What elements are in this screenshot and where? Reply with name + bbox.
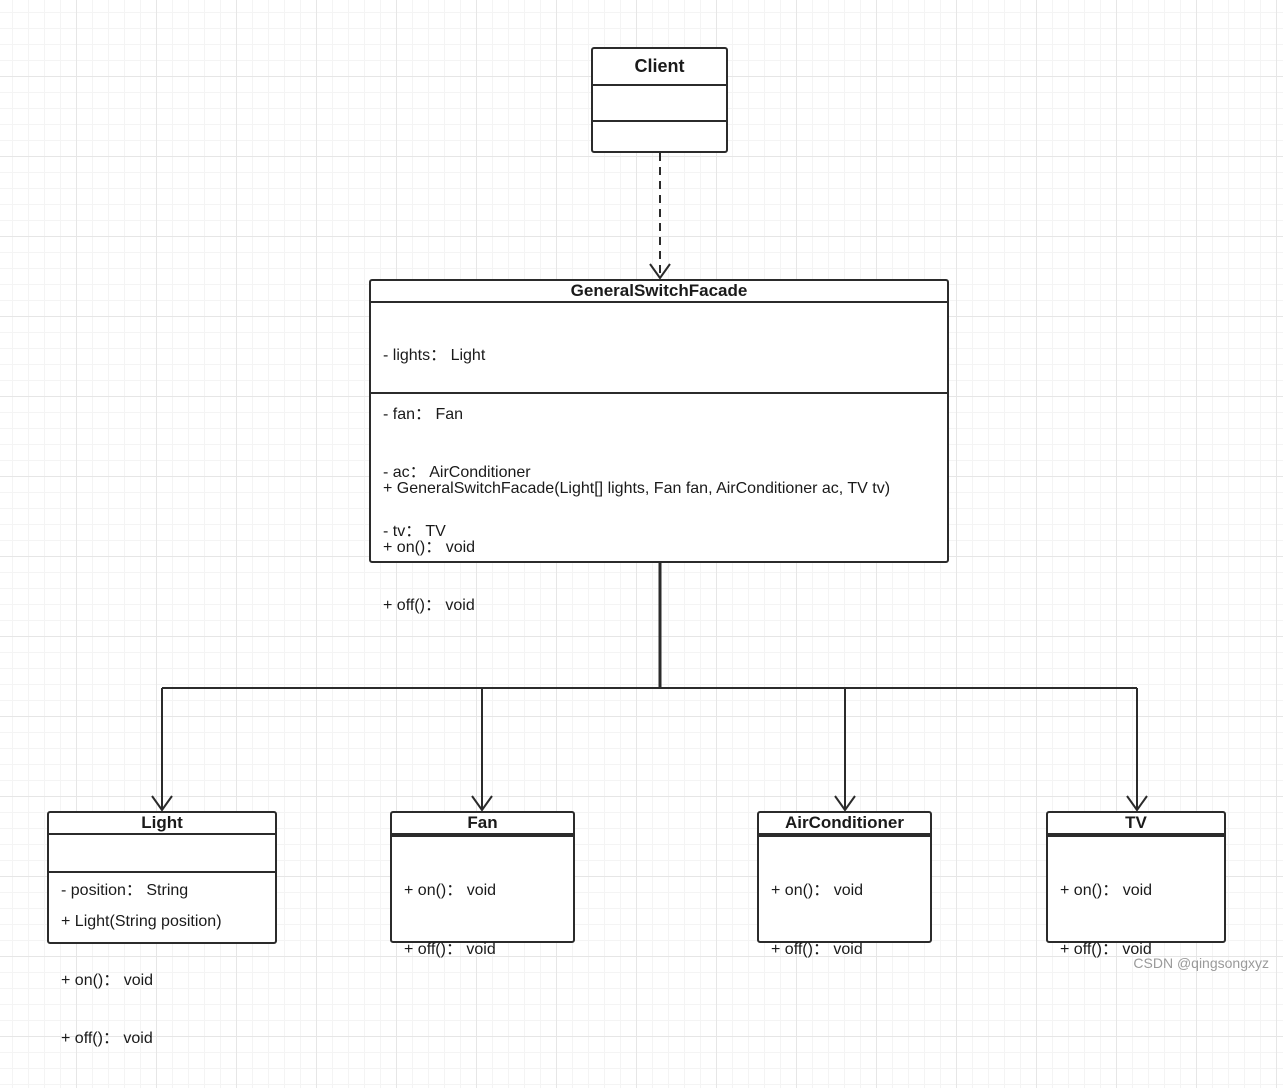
watermark: CSDN @qingsongxyz <box>1133 955 1269 971</box>
association-arrowhead-light <box>151 795 173 812</box>
attribute: - position： String <box>61 882 189 899</box>
operation: + off()： void <box>1060 940 1152 958</box>
class-light[interactable]: Light - position： String + Light(String … <box>47 811 277 1047</box>
association-arrowhead-airconditioner <box>834 795 856 812</box>
connectors <box>151 153 1148 812</box>
attribute: - lights： Light <box>383 347 486 364</box>
dependency-arrowhead <box>649 263 671 280</box>
class-name: AirConditioner <box>759 813 930 835</box>
attribute: - fan： Fan <box>383 405 464 423</box>
operations-section <box>593 120 726 151</box>
class-name: Client <box>593 49 726 86</box>
operation: + off()： void <box>383 597 475 614</box>
operation: + off()： void <box>771 940 863 958</box>
class-general-switch-facade[interactable]: GeneralSwitchFacade - lights： Light - fa… <box>369 279 949 614</box>
operation: + Light(String position) <box>61 913 222 930</box>
attributes-section: - lights： Light - fan： Fan - ac： AirCond… <box>371 303 947 540</box>
operation: + on()： void <box>771 882 864 899</box>
operations-section: + on()： void + off()： void <box>759 835 930 998</box>
operation: + on()： void <box>1060 882 1153 899</box>
operation: + on()： void <box>61 971 154 989</box>
class-name: GeneralSwitchFacade <box>371 281 947 303</box>
operation: + off()： void <box>61 1030 153 1047</box>
class-name: Light <box>49 813 275 835</box>
operation: + on()： void <box>383 538 476 556</box>
operations-section: + Light(String position) + on()： void + … <box>49 871 275 1088</box>
class-name: TV <box>1048 813 1224 835</box>
attributes-section: - position： String <box>49 835 275 899</box>
class-fan[interactable]: Fan + on()： void + off()： void <box>390 811 575 958</box>
class-tv[interactable]: TV + on()： void + off()： void <box>1046 811 1226 958</box>
operations-section: + GeneralSwitchFacade(Light[] lights, Fa… <box>371 392 947 655</box>
attribute: - tv： TV <box>383 522 446 540</box>
attribute: - ac： AirConditioner <box>383 464 531 481</box>
attributes-section <box>593 86 726 120</box>
operation: + off()： void <box>404 940 496 958</box>
class-client[interactable]: Client <box>591 47 728 153</box>
association-arrowhead-tv <box>1126 795 1148 812</box>
operation: + on()： void <box>404 882 497 899</box>
operations-section: + on()： void + off()： void <box>392 835 573 998</box>
operations-section: + on()： void + off()： void <box>1048 835 1224 998</box>
association-arrowhead-fan <box>471 795 493 812</box>
class-airconditioner[interactable]: AirConditioner + on()： void + off()： voi… <box>757 811 932 958</box>
class-name: Fan <box>392 813 573 835</box>
operation: + GeneralSwitchFacade(Light[] lights, Fa… <box>383 480 891 497</box>
